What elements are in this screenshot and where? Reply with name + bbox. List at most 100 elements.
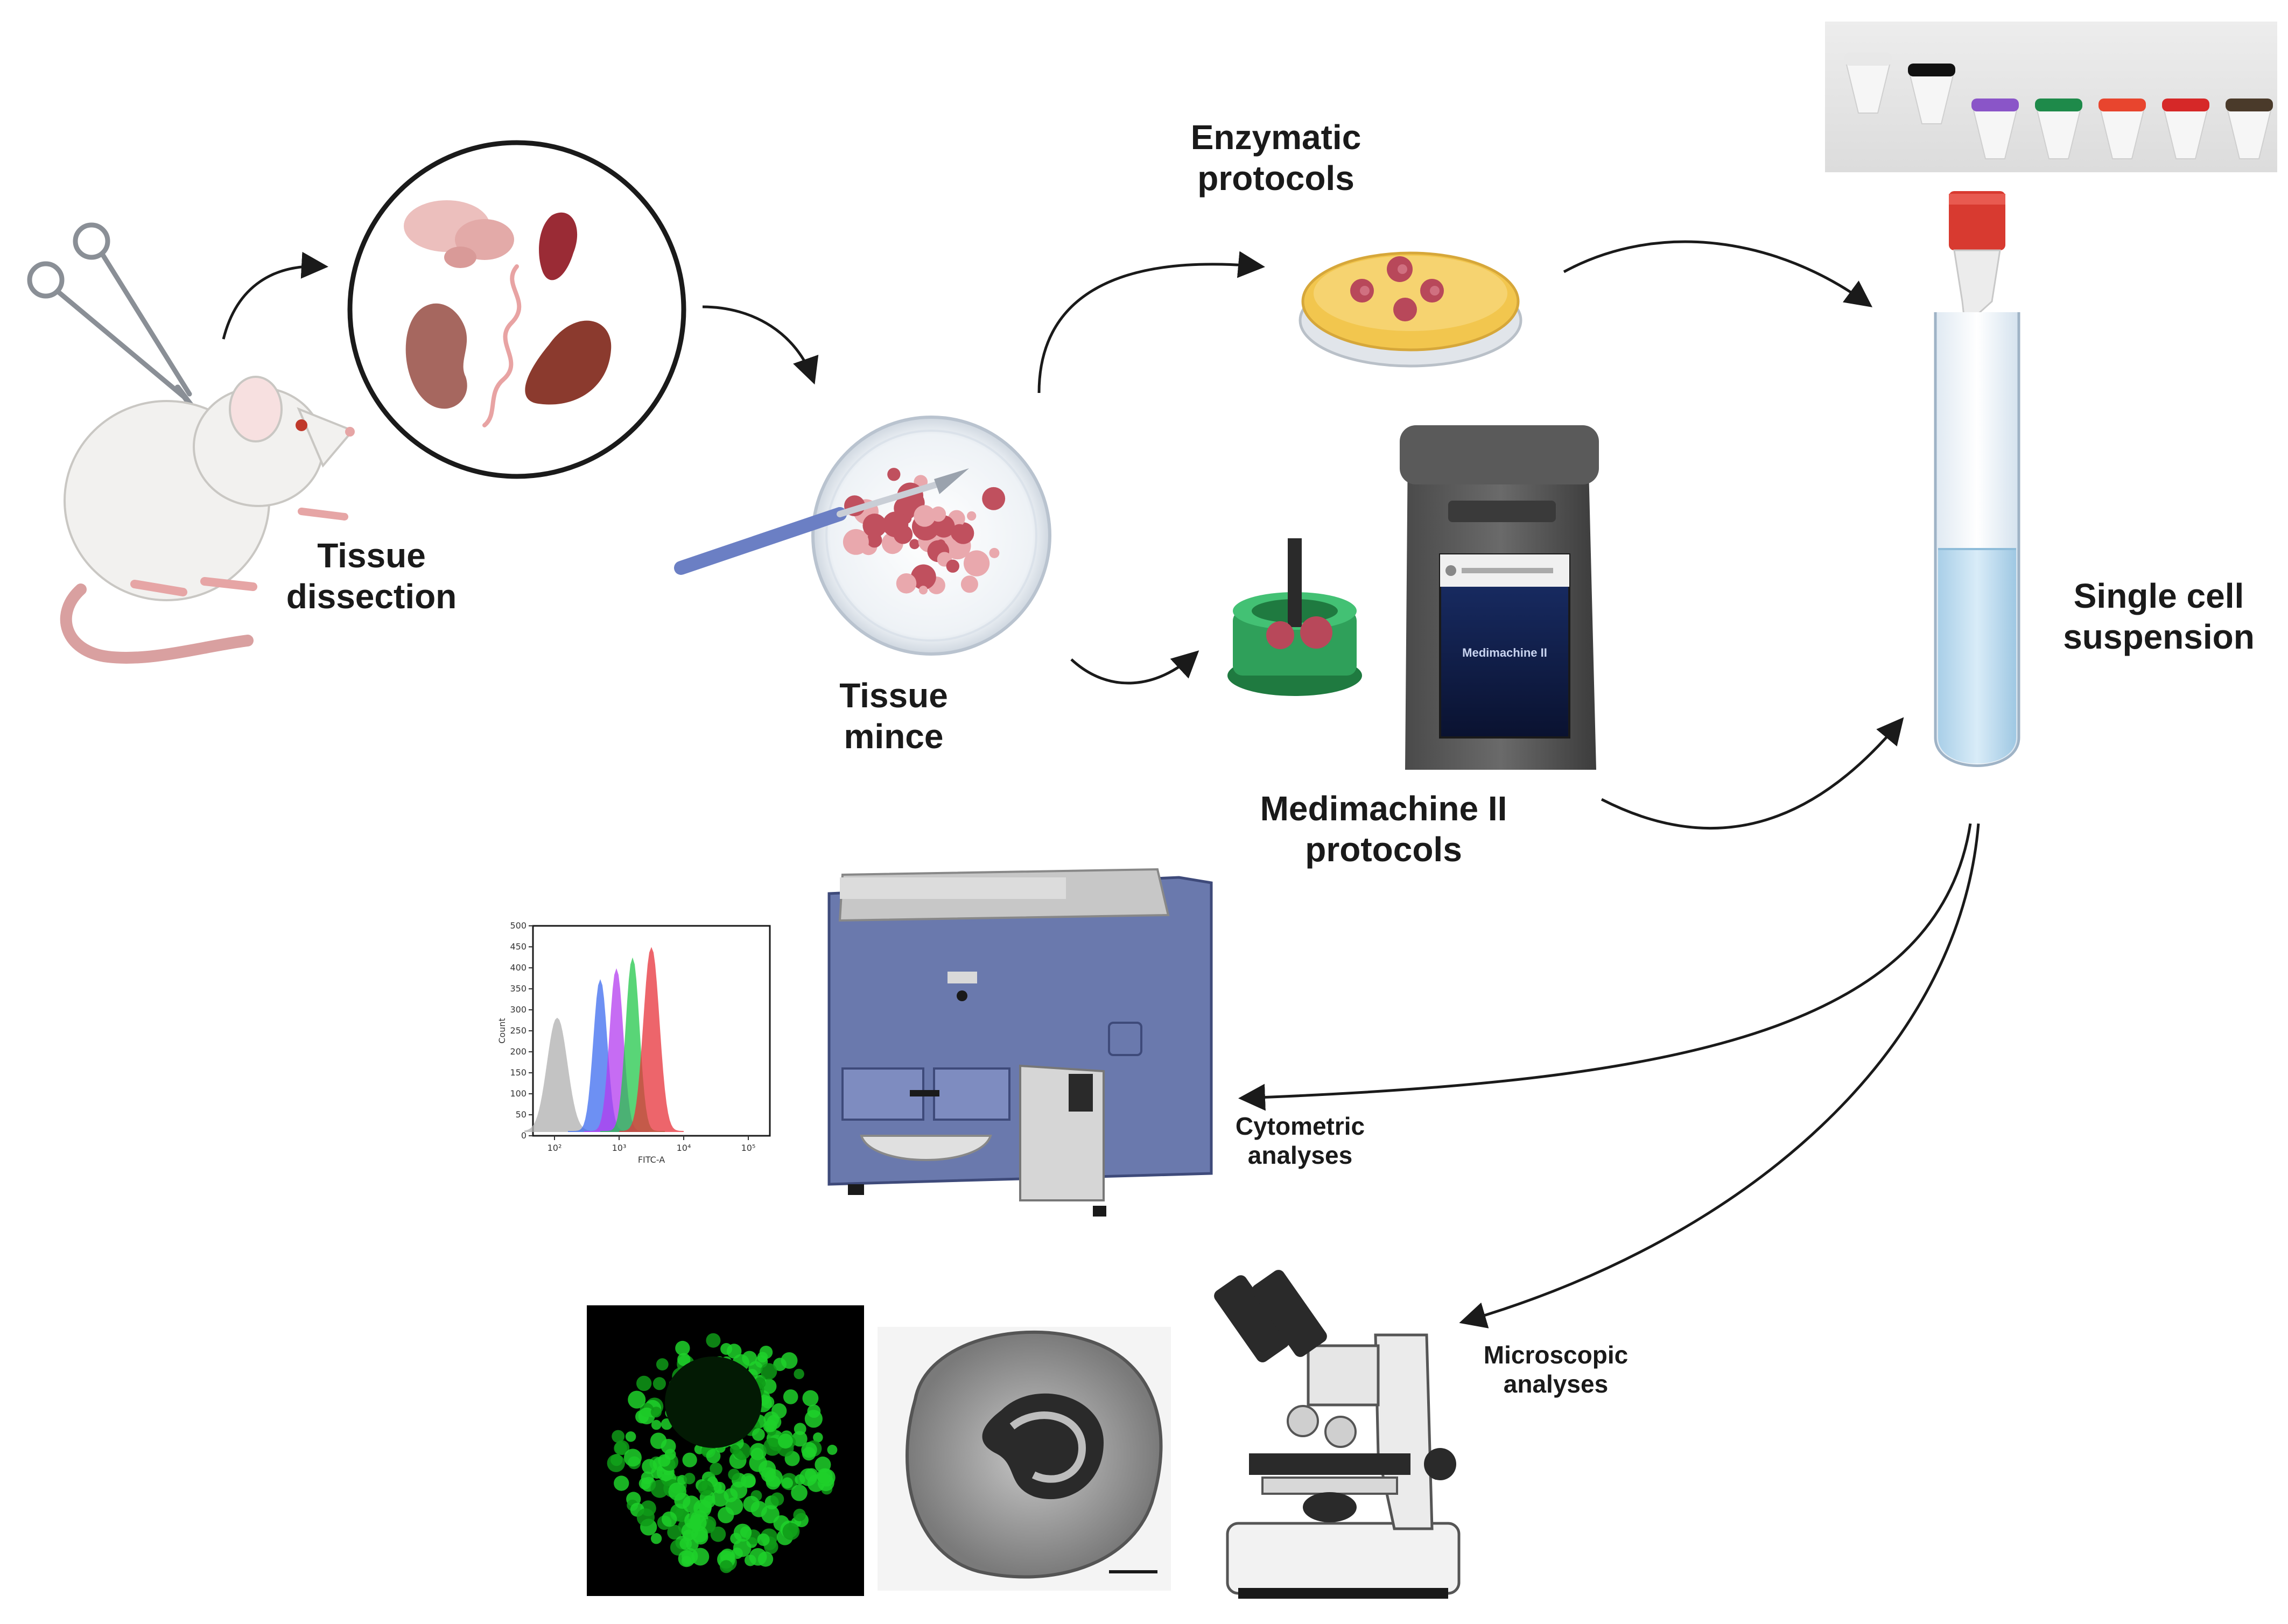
spleen-icon (539, 212, 578, 280)
label-line: Medimachine II (1260, 789, 1507, 828)
granule (650, 1407, 662, 1418)
granule (706, 1333, 721, 1348)
granule (757, 1533, 770, 1546)
tube-cap (2098, 99, 2146, 159)
granule (742, 1351, 757, 1366)
histogram-series (524, 947, 684, 1132)
granule (793, 1508, 806, 1522)
scalpel-icon (674, 468, 969, 575)
granule (678, 1550, 696, 1567)
label-cytometric-analyses: Cytometric analyses (1211, 1112, 1389, 1170)
label-line: protocols (1305, 829, 1462, 869)
y-tick-label: 500 (510, 920, 527, 931)
granule (682, 1452, 697, 1467)
granule (719, 1560, 733, 1573)
tissue-fragment (967, 511, 977, 521)
y-tick-label: 300 (510, 1004, 527, 1015)
y-tick-label: 0 (521, 1130, 527, 1141)
arrow-organs-to-mince (702, 305, 819, 385)
granule (710, 1462, 722, 1475)
y-tick-label: 50 (516, 1109, 527, 1120)
granule (817, 1468, 833, 1484)
x-tick-label: 10² (548, 1143, 562, 1153)
y-tick-label: 250 (510, 1025, 527, 1036)
tissue-fragment (963, 550, 990, 577)
forceps-icon (27, 222, 197, 412)
tissue-fragment (960, 575, 978, 593)
granule (607, 1454, 625, 1472)
rat-icon (60, 376, 355, 664)
granule (652, 1377, 666, 1390)
tissue-fragment (909, 539, 920, 550)
medimachine-screen-text: Medimachine II (1462, 646, 1547, 659)
granule (656, 1358, 669, 1371)
organs-circle (347, 140, 686, 479)
tissue-fragment (946, 559, 959, 573)
granule (802, 1447, 816, 1461)
liver-icon (525, 320, 612, 405)
y-tick-label: 200 (510, 1046, 527, 1057)
tube-cap (1908, 64, 1955, 124)
granule (684, 1473, 696, 1485)
tissue-fragments (843, 468, 1006, 595)
tissue-fragment (982, 487, 1006, 510)
label-line: mince (844, 716, 944, 756)
granule (795, 1474, 805, 1485)
medimachine-device (1400, 425, 1599, 770)
label-line: Microscopic (1483, 1341, 1629, 1369)
granule (760, 1363, 777, 1380)
label-medimachine-protocols: Medimachine II protocols (1227, 789, 1540, 870)
granule (804, 1410, 823, 1428)
tissue-fragment (862, 514, 887, 538)
tube-cap (2162, 99, 2209, 159)
intestine-icon (482, 264, 522, 427)
tissue-pieces (1350, 256, 1444, 321)
granule (623, 1449, 642, 1467)
granule (711, 1489, 729, 1507)
granule (749, 1548, 767, 1566)
arrow-mince-to-medimachine (1070, 650, 1199, 685)
granule (758, 1460, 776, 1478)
granule (728, 1468, 740, 1481)
granule (791, 1484, 808, 1501)
label-line: Cytometric (1235, 1112, 1365, 1140)
granule (733, 1523, 752, 1542)
label-single-cell-suspension: Single cell suspension (2051, 576, 2266, 657)
tube-cap (2035, 99, 2082, 159)
arrow-enzymatic-to-suspension (1563, 240, 1873, 307)
granule (677, 1353, 691, 1366)
granule (612, 1430, 625, 1443)
granule (720, 1548, 735, 1564)
flow-cytometer-device (827, 868, 1213, 1217)
tissue-fragment (896, 573, 917, 594)
label-line: suspension (2063, 617, 2255, 656)
microscope-icon (1214, 1270, 1461, 1599)
histogram-xlabel: FITC-A (638, 1155, 665, 1165)
label-line: Single cell (2073, 577, 2244, 615)
arrow-mince-to-enzymatic (1037, 251, 1265, 393)
granule (658, 1454, 671, 1467)
histogram-peak (524, 1017, 590, 1132)
label-line: dissection (286, 577, 457, 616)
tube-cap-row (1844, 53, 2273, 159)
granule (763, 1421, 775, 1432)
y-tick-label: 400 (510, 962, 527, 973)
granule (710, 1526, 726, 1542)
granule (729, 1444, 740, 1455)
granule (691, 1548, 710, 1566)
granule (770, 1492, 784, 1506)
label-line: Enzymatic (1190, 118, 1361, 157)
granule (781, 1352, 798, 1369)
granule (741, 1473, 756, 1488)
tube-cap (1971, 99, 2019, 159)
granule (725, 1497, 743, 1515)
granule (813, 1432, 823, 1443)
y-tick-label: 350 (510, 983, 527, 994)
x-tick-label: 10³ (612, 1143, 627, 1153)
tissue-mince-dish (674, 416, 1051, 656)
granule (720, 1343, 733, 1355)
y-tick-label: 100 (510, 1088, 527, 1099)
